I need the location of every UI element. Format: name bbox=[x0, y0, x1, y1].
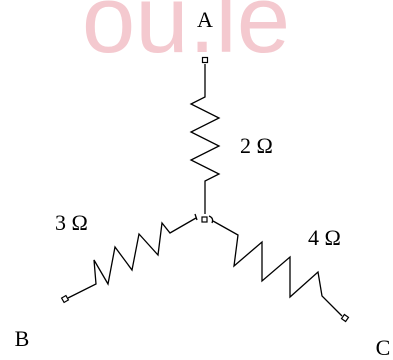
resistance-label-c: 4 Ω bbox=[308, 225, 341, 250]
node-label-a: A bbox=[197, 7, 213, 32]
junction-tick-right bbox=[208, 215, 214, 224]
star-junction bbox=[194, 213, 214, 224]
terminal-c bbox=[340, 313, 350, 323]
branch-c bbox=[212, 220, 350, 323]
resistor-a-symbol bbox=[189, 64, 221, 214]
terminal-b bbox=[60, 294, 70, 304]
resistance-label-a: 2 Ω bbox=[240, 133, 273, 158]
terminal-a bbox=[201, 56, 209, 64]
resistance-label-b: 3 Ω bbox=[55, 210, 88, 235]
resistor-b-symbol bbox=[67, 217, 197, 299]
node-label-b: B bbox=[15, 326, 30, 351]
junction-node bbox=[201, 216, 208, 223]
junction-tick-left bbox=[194, 213, 198, 221]
branch-a bbox=[189, 56, 221, 214]
node-label-c: C bbox=[376, 335, 391, 360]
resistor-c-symbol bbox=[212, 220, 343, 317]
watermark-text: ou.le bbox=[82, 0, 290, 73]
branch-b bbox=[60, 217, 197, 304]
